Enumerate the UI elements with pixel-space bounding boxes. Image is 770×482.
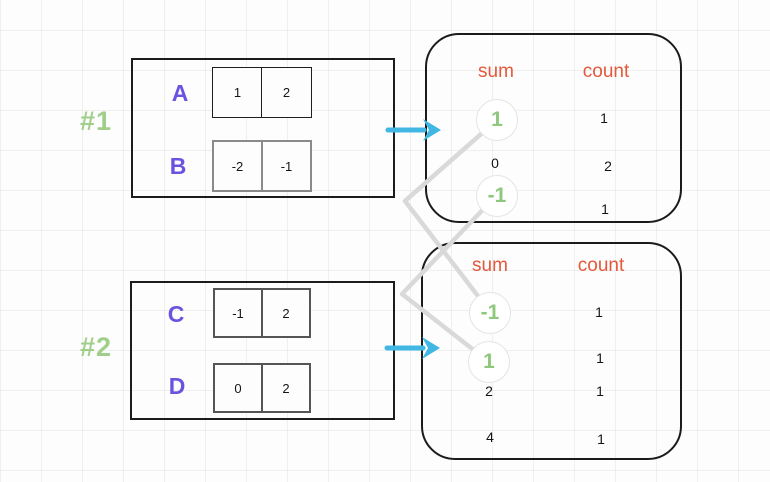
array-c-cells: -1 2 bbox=[213, 288, 311, 338]
result-table-1-box bbox=[425, 33, 682, 223]
count-value: 1 bbox=[601, 201, 609, 217]
array-d-cells: 0 2 bbox=[213, 363, 311, 413]
count-value: 2 bbox=[604, 158, 612, 174]
result-table-2-box bbox=[421, 242, 682, 460]
array-name-c: C bbox=[167, 300, 185, 327]
count-value: 1 bbox=[597, 431, 605, 447]
array-a-cells: 1 2 bbox=[212, 67, 312, 118]
group-2-label: #2 bbox=[79, 331, 113, 362]
table-1-header-count: count bbox=[582, 61, 630, 82]
array-cell: 0 bbox=[213, 363, 263, 413]
highlighted-sum-value: 1 bbox=[468, 341, 510, 383]
count-value: 1 bbox=[596, 383, 604, 399]
sum-value: 2 bbox=[485, 383, 493, 399]
array-b-cells: -2 -1 bbox=[212, 140, 312, 192]
count-value: 1 bbox=[596, 350, 604, 366]
highlighted-sum-value: 1 bbox=[476, 99, 518, 141]
sum-value: 4 bbox=[486, 429, 494, 445]
array-cell: 1 bbox=[212, 67, 263, 118]
array-name-b: B bbox=[169, 152, 187, 179]
array-name-a: A bbox=[171, 79, 189, 106]
highlighted-sum-value: -1 bbox=[476, 175, 518, 217]
array-cell: 2 bbox=[261, 67, 312, 118]
table-2-header-sum: sum bbox=[472, 255, 508, 276]
highlighted-sum-value: -1 bbox=[469, 292, 511, 334]
array-cell: -1 bbox=[213, 288, 263, 338]
count-value: 1 bbox=[595, 304, 603, 320]
sum-value: 0 bbox=[491, 155, 499, 171]
array-cell: -1 bbox=[261, 140, 312, 192]
array-name-d: D bbox=[168, 372, 186, 399]
table-1-header-sum: sum bbox=[478, 61, 514, 82]
table-2-header-count: count bbox=[577, 255, 625, 276]
array-cell: -2 bbox=[212, 140, 263, 192]
array-cell: 2 bbox=[261, 288, 311, 338]
group-2-box bbox=[130, 281, 395, 420]
group-1-label: #1 bbox=[79, 105, 113, 136]
array-cell: 2 bbox=[261, 363, 311, 413]
count-value: 1 bbox=[600, 110, 608, 126]
